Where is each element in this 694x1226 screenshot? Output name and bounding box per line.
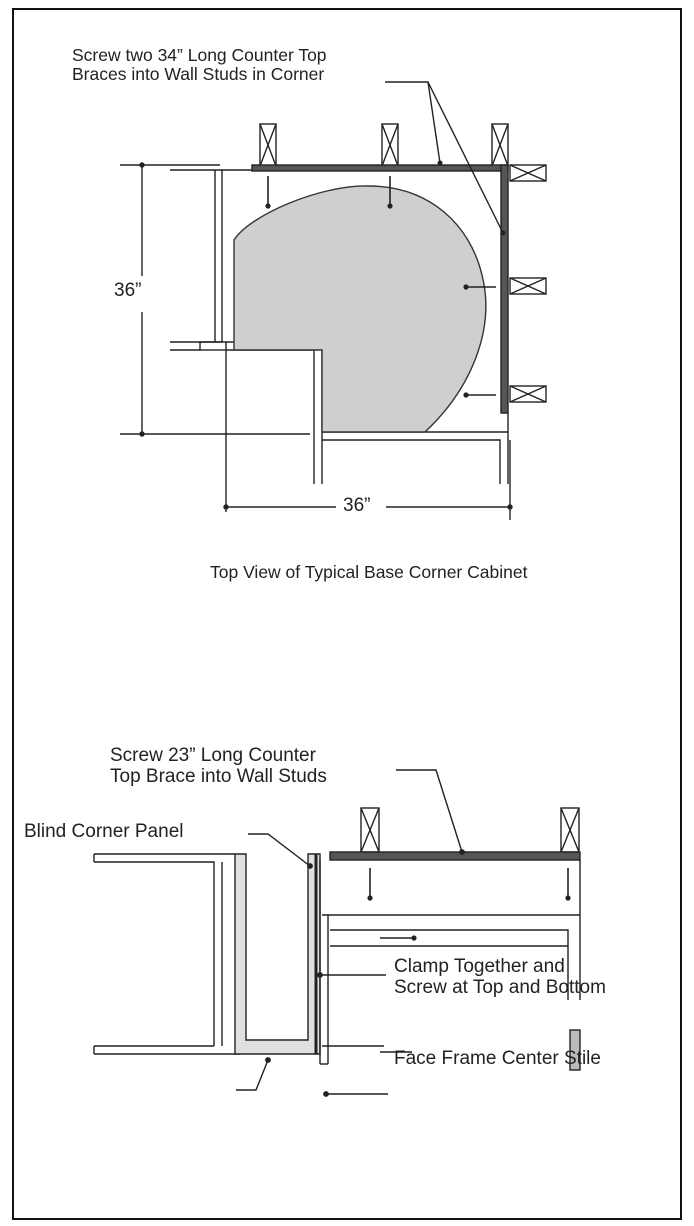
- screw-icon: [265, 176, 496, 398]
- top-view-diagram: [120, 81, 547, 520]
- top-callout-line1: Screw two 34” Long Counter Top: [72, 45, 327, 65]
- face-frame-stile-label: Face Frame Center Stile: [394, 1048, 601, 1069]
- clamp-callout-line2: Screw at Top and Bottom: [394, 976, 606, 998]
- dimension-vertical: [120, 162, 310, 437]
- dimension-horizontal: [223, 440, 513, 520]
- dimension-horizontal-label: 36”: [343, 495, 371, 516]
- wall-stud: [509, 164, 547, 182]
- wall-stud: [259, 123, 277, 167]
- brace-callout-label: Screw 23” Long Counter Top Brace into Wa…: [110, 745, 327, 787]
- top-diagram-caption: Top View of Typical Base Corner Cabinet: [210, 562, 528, 582]
- callout-leader: [236, 1059, 269, 1091]
- callout-leader: [385, 81, 441, 164]
- blind-corner-diagram: [93, 769, 581, 1097]
- wall-stud: [381, 123, 399, 167]
- callout-leader: [248, 833, 311, 867]
- screw-icon: [367, 868, 571, 1053]
- wall-stud: [360, 807, 380, 853]
- dimension-vertical-label: 36”: [114, 280, 142, 301]
- counter-top-brace: [329, 851, 581, 861]
- clamp-callout-label: Clamp Together and Screw at Top and Bott…: [394, 956, 606, 998]
- stile-end: [569, 1029, 581, 1071]
- lazy-susan: [233, 185, 487, 433]
- wall-stud: [509, 277, 547, 295]
- wall-stud: [560, 807, 580, 853]
- wall-stud: [509, 385, 547, 403]
- brace-callout-line2: Top Brace into Wall Studs: [110, 765, 327, 787]
- blind-corner-panel: [234, 853, 321, 1055]
- cabinet-outline: [170, 169, 223, 342]
- counter-top-brace: [500, 164, 509, 414]
- callout-leader: [396, 769, 463, 853]
- wall-stud: [491, 123, 509, 167]
- blind-corner-panel-label: Blind Corner Panel: [24, 821, 184, 842]
- top-callout-line2: Braces into Wall Studs in Corner: [72, 63, 325, 84]
- clamp-callout-line1: Clamp Together and: [394, 956, 565, 977]
- top-callout-label: Screw two 34” Long Counter Top Braces in…: [72, 46, 327, 84]
- brace-callout-line1: Screw 23” Long Counter: [110, 745, 316, 766]
- callout-leader: [427, 81, 504, 234]
